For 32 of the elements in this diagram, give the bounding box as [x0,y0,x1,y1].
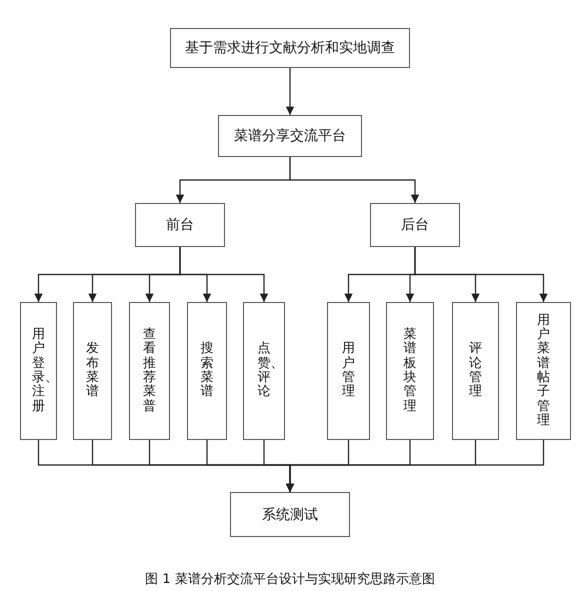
process-box [170,28,410,68]
module-box [452,302,499,440]
node-label: 菜谱板块管理 [404,328,416,414]
node-label: 评论管理 [469,342,482,400]
process-box [230,492,350,537]
node-label: 用户管理 [342,342,355,400]
process-box [370,203,460,247]
process-box [218,115,362,157]
node-label: 发布菜谱 [86,342,99,400]
module-box [20,302,57,440]
arrow [179,247,268,302]
caption: 图 1 菜谱分析交流平台设计与实现研究思路示意图 [144,571,436,588]
module-box [129,302,170,440]
node-label: 系统测试 [262,506,318,524]
module-box [73,302,112,440]
node-label: 查看推荐菜普 [143,328,156,414]
node-label: 后台 [401,216,429,234]
node-label: 前台 [166,216,194,234]
node-label: 用户菜谱帖子管理 [537,314,550,428]
module-box [386,302,434,440]
module-box [327,302,370,440]
module-box [516,302,571,440]
node-label: 基于需求进行文献分析和实地调查 [185,39,395,57]
node-label: 搜索菜谱 [200,342,214,400]
process-box [135,203,225,247]
arrow [286,440,544,492]
arrow [286,68,294,115]
module-box [187,302,227,440]
arrow [289,157,420,203]
module-box [243,302,285,440]
node-label: 菜谱分享交流平台 [234,127,346,145]
arrow [414,247,548,302]
